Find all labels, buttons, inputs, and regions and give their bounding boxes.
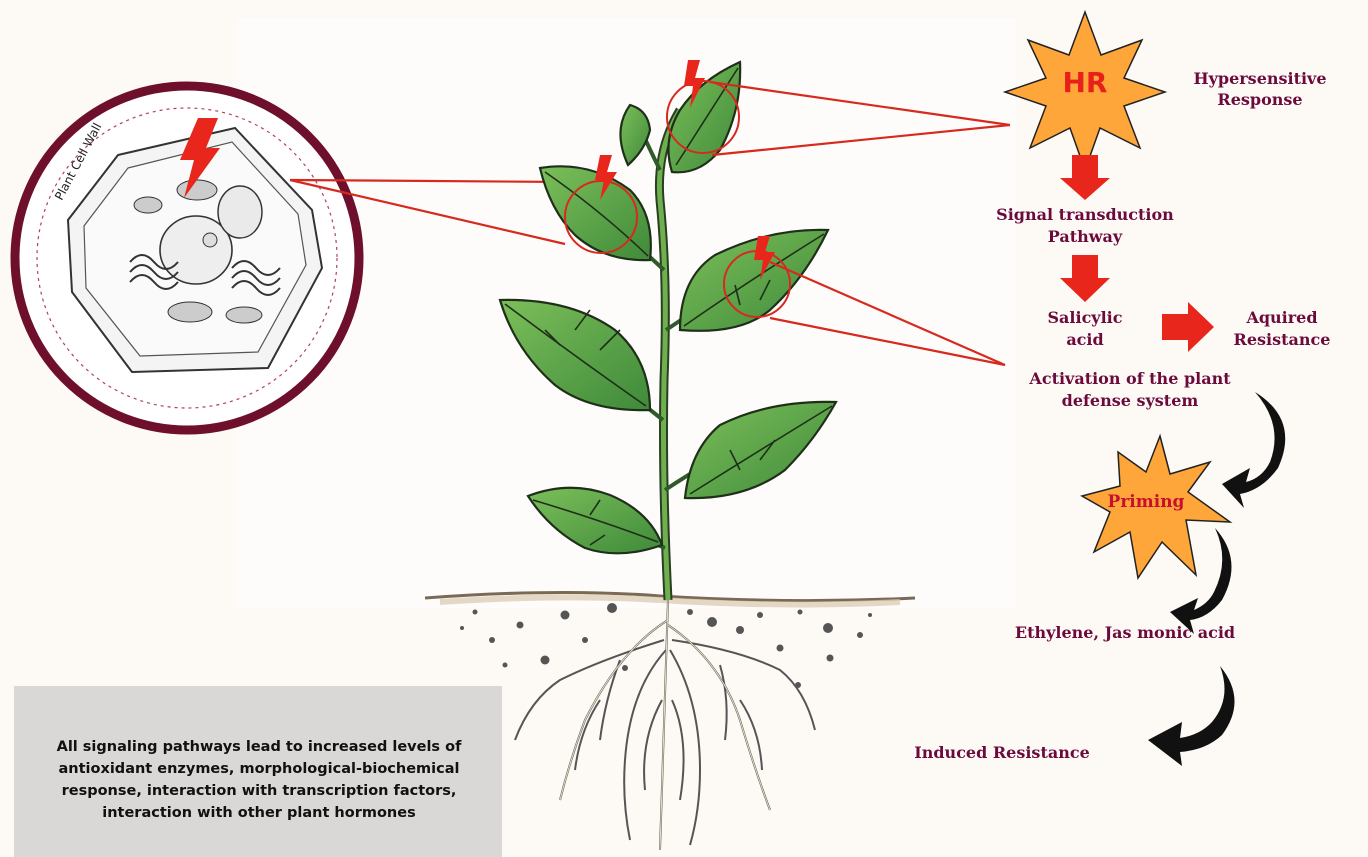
arrow-right-icon	[1162, 302, 1214, 352]
acquired-resistance-label: Aquired Resistance	[1212, 307, 1352, 351]
priming-label: Priming	[1096, 492, 1196, 512]
hr-badge: HR	[1050, 66, 1120, 99]
signal-transduction-label: Signal transduction Pathway	[975, 204, 1195, 248]
salicylic-acid-label: Salicylic acid	[1030, 307, 1140, 351]
hypersensitive-response-label: Hypersensitive Response	[1180, 68, 1340, 110]
defense-activation-label: Activation of the plant defense system	[1010, 368, 1250, 412]
ethylene-jasmonic-label: Ethylene, Jas monic acid	[1000, 622, 1250, 644]
curved-arrows	[1148, 392, 1285, 766]
plant-cell-illustration	[15, 86, 359, 430]
arrow-down-icon-1	[1060, 155, 1110, 200]
induced-resistance-label: Induced Resistance	[900, 742, 1104, 764]
summary-note-text: All signaling pathways lead to increased…	[24, 736, 494, 824]
arrow-down-icon-2	[1060, 255, 1110, 302]
